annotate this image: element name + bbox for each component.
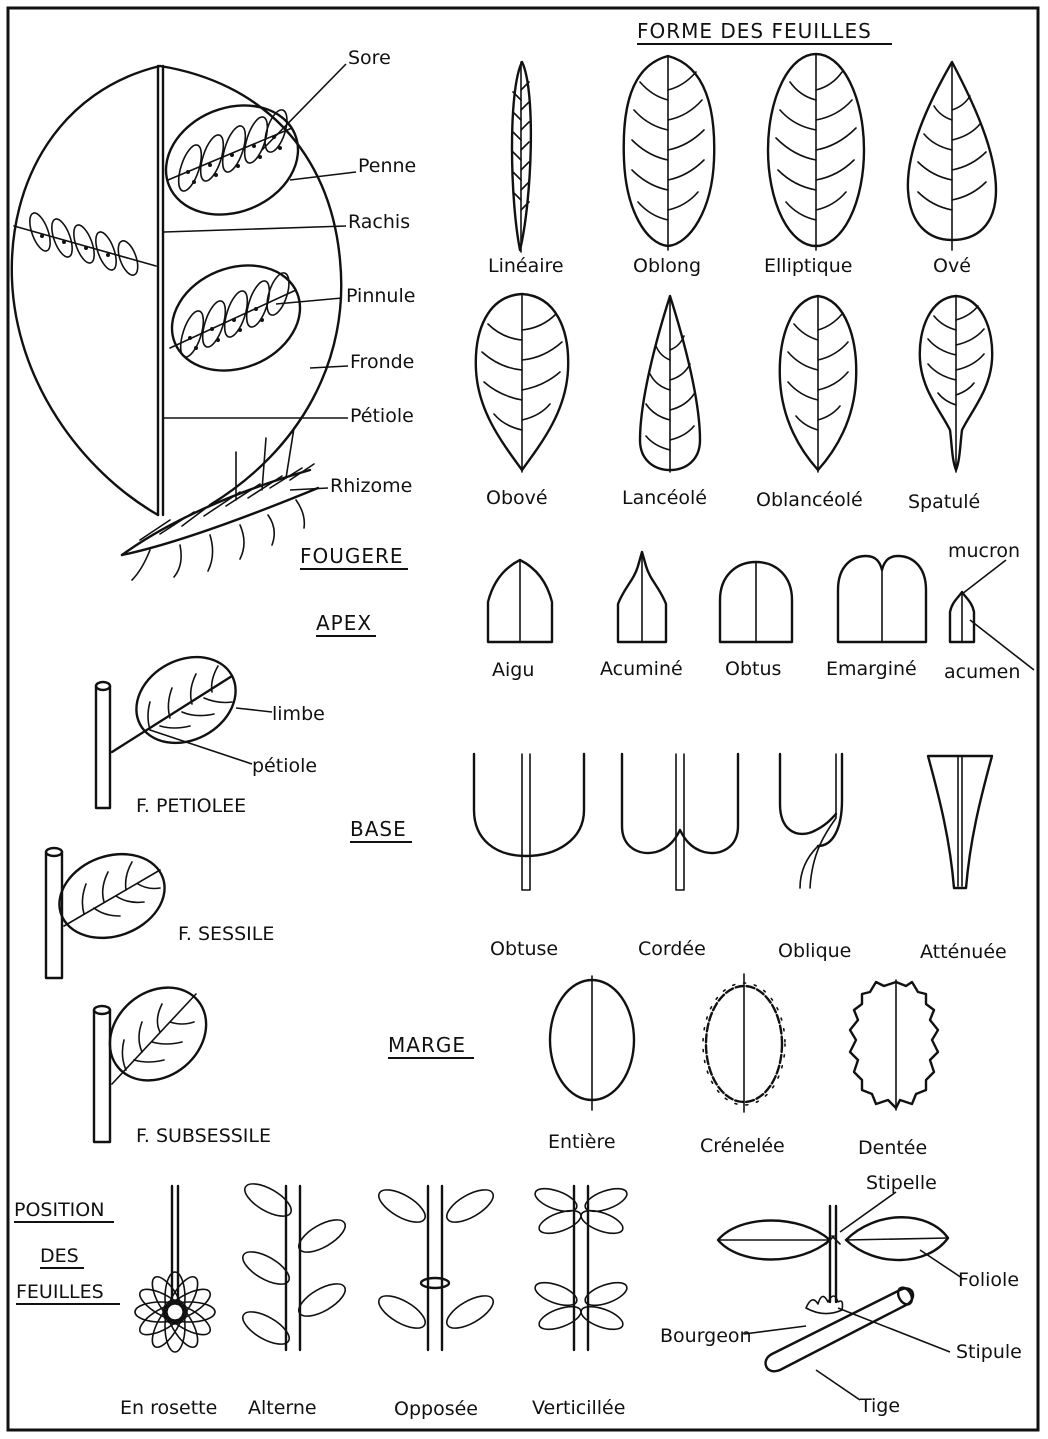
fern-labels: Sore Penne Rachis Pinnule Fronde Pétiole… — [300, 47, 416, 569]
label-dentee: Dentée — [858, 1137, 927, 1159]
label-lanceole: Lancéolé — [622, 487, 707, 509]
label-acumen: acumen — [944, 661, 1020, 683]
label-stipule: Stipule — [956, 1341, 1022, 1363]
label-fronde: Fronde — [350, 351, 414, 373]
label-aigu: Aigu — [492, 659, 534, 681]
label-verticillee: Verticillée — [532, 1397, 625, 1419]
base-obtuse — [474, 754, 584, 890]
label-attenuee: Atténuée — [920, 941, 1007, 963]
label-f-sessile: F. SESSILE — [178, 923, 274, 945]
label-entiere: Entière — [548, 1131, 616, 1153]
base-oblique — [780, 754, 842, 888]
base-labels: Obtuse Cordée Oblique Atténuée — [490, 938, 1007, 963]
position-heading-line-2: DES — [40, 1245, 79, 1267]
label-rachis: Rachis — [348, 211, 410, 233]
shape-lanceole — [640, 296, 700, 472]
label-oblong: Oblong — [633, 255, 701, 277]
label-crenelee: Crénelée — [700, 1135, 785, 1157]
position-opposee — [374, 1183, 498, 1350]
position-rosette — [135, 1186, 215, 1352]
shape-row1-labels: Linéaire Oblong Elliptique Ové — [488, 255, 971, 277]
label-oblique: Oblique — [778, 940, 851, 962]
compound-leaf — [718, 1192, 962, 1400]
fern-heading: FOUGERE — [300, 544, 404, 568]
label-spatule: Spatulé — [908, 491, 980, 513]
label-emargine: Emarginé — [826, 658, 917, 680]
label-en-rosette: En rosette — [120, 1397, 217, 1419]
label-obove: Obové — [486, 487, 548, 509]
label-stipelle: Stipelle — [866, 1172, 937, 1194]
margin-entiere — [550, 976, 634, 1110]
shape-lineaire — [512, 62, 531, 252]
chart-title: FORME DES FEUILLES — [637, 19, 872, 43]
label-foliole: Foliole — [958, 1269, 1019, 1291]
label-lineaire: Linéaire — [488, 255, 564, 277]
shape-oblanceole — [780, 296, 856, 472]
label-oblanceole: Oblancéolé — [756, 489, 863, 511]
position-alterne — [238, 1177, 350, 1350]
apex-emargine — [838, 556, 926, 642]
label-alterne: Alterne — [248, 1397, 317, 1419]
label-rhizome: Rhizome — [330, 475, 412, 497]
position-heading-line-1: POSITION — [14, 1199, 104, 1221]
label-bourgeon: Bourgeon — [660, 1325, 752, 1347]
position-verticillee — [532, 1184, 630, 1350]
position-heading: POSITION DES FEUILLES — [14, 1199, 120, 1304]
shape-spatule — [920, 296, 992, 472]
compound-leaf-labels: Stipelle Foliole Bourgeon Stipule Tige — [660, 1172, 1022, 1417]
position-labels: En rosette Alterne Opposée Verticillée — [120, 1397, 625, 1420]
label-f-petiolee: F. PETIOLEE — [136, 795, 246, 817]
label-acumine: Acuminé — [600, 658, 683, 680]
position-heading-line-3: FEUILLES — [16, 1281, 104, 1303]
leaf-sessile — [46, 840, 176, 978]
shape-elliptique — [768, 54, 864, 250]
apex-heading: APEX — [316, 611, 372, 635]
label-opposee: Opposée — [394, 1398, 478, 1420]
leaf-petiolee — [96, 640, 272, 808]
label-sore: Sore — [348, 47, 391, 69]
label-pinnule: Pinnule — [346, 285, 415, 307]
shape-oblong — [624, 56, 715, 250]
apex-aigu — [488, 560, 552, 642]
base-attenuee — [928, 756, 992, 888]
shape-row2-labels: Obové Lancéolé Oblancéolé Spatulé — [486, 487, 980, 513]
margin-crenelee — [703, 974, 785, 1112]
label-penne: Penne — [358, 155, 416, 177]
label-ove: Ové — [933, 255, 971, 277]
apex-obtus — [720, 562, 792, 642]
base-cordee — [622, 754, 738, 890]
apex-acumine — [618, 552, 666, 642]
label-tige: Tige — [859, 1395, 900, 1417]
label-petiole-leaf: pétiole — [252, 755, 317, 777]
label-elliptique: Elliptique — [764, 255, 852, 277]
base-heading: BASE — [350, 817, 407, 841]
leaf-subsessile — [91, 968, 225, 1142]
shape-ove — [908, 62, 996, 250]
margin-dentee — [850, 980, 938, 1110]
margin-labels: Entière Crénelée Dentée — [548, 1131, 927, 1159]
shape-obove — [476, 294, 568, 472]
apex-mucron — [950, 560, 1034, 670]
label-f-subsessile: F. SUBSESSILE — [136, 1125, 271, 1147]
label-limbe: limbe — [272, 703, 325, 725]
label-obtuse: Obtuse — [490, 938, 558, 960]
label-petiole: Pétiole — [350, 405, 414, 427]
label-cordee: Cordée — [638, 938, 706, 960]
label-mucron: mucron — [948, 540, 1020, 562]
fern-illustration — [12, 64, 356, 580]
label-obtus: Obtus — [725, 658, 781, 680]
marge-heading: MARGE — [388, 1033, 466, 1057]
